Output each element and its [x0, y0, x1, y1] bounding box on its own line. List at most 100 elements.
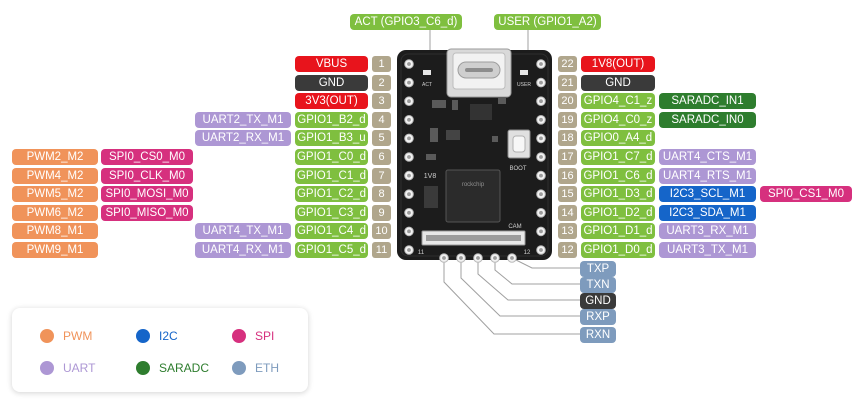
left-pin-num-11: 11: [372, 242, 391, 258]
right-i2c-label-14: I2C3_SDA_M1: [659, 204, 756, 221]
right-gpio-label-20: GPIO4_C1_z: [581, 93, 655, 110]
eth-label-txp-0: TXP: [580, 261, 616, 277]
left-ground-label-2: GND: [295, 74, 368, 91]
soc-chip: rockchip: [445, 169, 501, 223]
left-pwm-label-8: PWM5_M2: [12, 186, 98, 203]
eth-label-rxn-4: RXN: [580, 327, 616, 343]
right-saradc-label-20: SARADC_IN1: [659, 93, 756, 110]
left-pwm-label-10: PWM8_M1: [12, 223, 98, 240]
left-gpio-label-9: GPIO1_C3_d: [295, 204, 368, 221]
left-pin-num-2: 2: [372, 74, 391, 91]
left-uart-label-5: UART2_RX_M1: [195, 130, 291, 147]
left-gpio-label-11: GPIO1_C5_d: [295, 242, 368, 258]
left-gpio-label-5: GPIO1_B3_u: [295, 130, 368, 147]
legend-label-i2c: I2C: [159, 329, 178, 343]
right-gpio-label-13: GPIO1_D1_d: [581, 223, 655, 240]
left-pin-num-6: 6: [372, 149, 391, 165]
right-uart-label-16: UART4_RTS_M1: [659, 167, 756, 184]
usb-c-connector: [446, 48, 512, 98]
right-pin-num-19: 19: [558, 111, 577, 128]
castellated-pads: [404, 59, 546, 263]
right-pin-num-17: 17: [558, 149, 577, 165]
left-pin-num-1: 1: [372, 56, 391, 72]
left-uart-label-10: UART4_TX_M1: [195, 223, 291, 240]
legend: PWM I2C SPI UART SARADC ETH: [12, 308, 308, 392]
legend-dot-i2c: [136, 329, 150, 343]
right-gpio-label-17: GPIO1_C7_d: [581, 149, 655, 165]
left-pin-num-4: 4: [372, 111, 391, 128]
left-pin-num-7: 7: [372, 167, 391, 184]
right-saradc-label-19: SARADC_IN0: [659, 111, 756, 128]
camera-connector: [421, 230, 526, 246]
right-spi-label-15: SPI0_CS1_M0: [760, 186, 852, 203]
left-gpio-label-8: GPIO1_C2_d: [295, 186, 368, 203]
left-pwm-label-7: PWM4_M2: [12, 167, 98, 184]
legend-dot-saradc: [136, 361, 150, 375]
right-gpio-label-16: GPIO1_C6_d: [581, 167, 655, 184]
legend-dot-pwm: [40, 329, 54, 343]
right-pin-num-18: 18: [558, 130, 577, 147]
right-gpio-label-14: GPIO1_D2_d: [581, 204, 655, 221]
right-pin-num-13: 13: [558, 223, 577, 240]
chip-brand-text: rockchip: [462, 182, 485, 188]
left-pin-num-8: 8: [372, 186, 391, 203]
legend-label-spi: SPI: [255, 329, 275, 343]
eth-label-txn-1: TXN: [580, 277, 616, 293]
left-spi-label-8: SPI0_MOSI_M0: [101, 186, 193, 203]
right-gpio-label-18: GPIO0_A4_d: [581, 130, 655, 147]
eth-label-rxp-3: RXP: [580, 309, 616, 325]
left-pwm-label-6: PWM2_M2: [12, 149, 98, 165]
user-label: USER (GPIO1_A2): [494, 14, 601, 30]
legend-dot-eth: [232, 361, 246, 375]
right-pin-num-14: 14: [558, 204, 577, 221]
right-i2c-label-15: I2C3_SCL_M1: [659, 186, 756, 203]
left-uart-label-4: UART2_TX_M1: [195, 111, 291, 128]
left-gpio-label-7: GPIO1_C1_d: [295, 167, 368, 184]
boot-button: [507, 129, 531, 159]
right-power-label-22: 1V8(OUT): [581, 56, 655, 72]
right-gpio-label-15: GPIO1_D3_d: [581, 186, 655, 203]
left-spi-label-7: SPI0_CLK_M0: [101, 167, 193, 184]
right-pin-num-12: 12: [558, 242, 577, 258]
board-act-text: ACT: [422, 82, 432, 88]
act-led: [423, 70, 431, 75]
left-gpio-label-10: GPIO1_C4_d: [295, 223, 368, 240]
left-gpio-label-6: GPIO1_C0_d: [295, 149, 368, 165]
right-uart-label-13: UART3_RX_M1: [659, 223, 756, 240]
left-pwm-label-11: PWM9_M1: [12, 242, 98, 258]
act-label: ACT (GPIO3_C6_d): [350, 14, 462, 30]
right-uart-label-12: UART3_TX_M1: [659, 242, 756, 258]
left-spi-label-6: SPI0_CS0_M0: [101, 149, 193, 165]
legend-label-saradc: SARADC: [159, 361, 210, 375]
eth-label-gnd-2: GND: [580, 293, 616, 309]
board-cam-text: CAM: [508, 224, 521, 230]
left-pin-num-3: 3: [372, 93, 391, 110]
right-gpio-label-19: GPIO4_C0_z: [581, 111, 655, 128]
right-uart-label-17: UART4_CTS_M1: [659, 149, 756, 165]
left-pin-num-5: 5: [372, 130, 391, 147]
left-power-label-1: VBUS: [295, 56, 368, 72]
right-pin-num-22: 22: [558, 56, 577, 72]
board-1v8-text: 1V8: [424, 173, 437, 180]
right-ground-label-21: GND: [581, 74, 655, 91]
left-uart-label-11: UART4_RX_M1: [195, 242, 291, 258]
legend-label-uart: UART: [63, 361, 96, 375]
eth-leader-lines: [443, 257, 580, 335]
right-pin-num-21: 21: [558, 74, 577, 91]
legend-dot-uart: [40, 361, 54, 375]
left-spi-label-9: SPI0_MISO_M0: [101, 204, 193, 221]
board-boot-text: BOOT: [509, 166, 526, 172]
left-pwm-label-9: PWM6_M2: [12, 204, 98, 221]
left-gpio-label-4: GPIO1_B2_d: [295, 111, 368, 128]
legend-dot-spi: [232, 329, 246, 343]
right-pin-num-16: 16: [558, 167, 577, 184]
left-power-label-3: 3V3(OUT): [295, 93, 368, 110]
right-pin-num-20: 20: [558, 93, 577, 110]
user-led: [520, 70, 528, 75]
board-user-text: USER: [517, 82, 531, 88]
right-pin-num-15: 15: [558, 186, 577, 203]
legend-label-eth: ETH: [255, 361, 279, 375]
legend-label-pwm: PWM: [63, 329, 93, 343]
